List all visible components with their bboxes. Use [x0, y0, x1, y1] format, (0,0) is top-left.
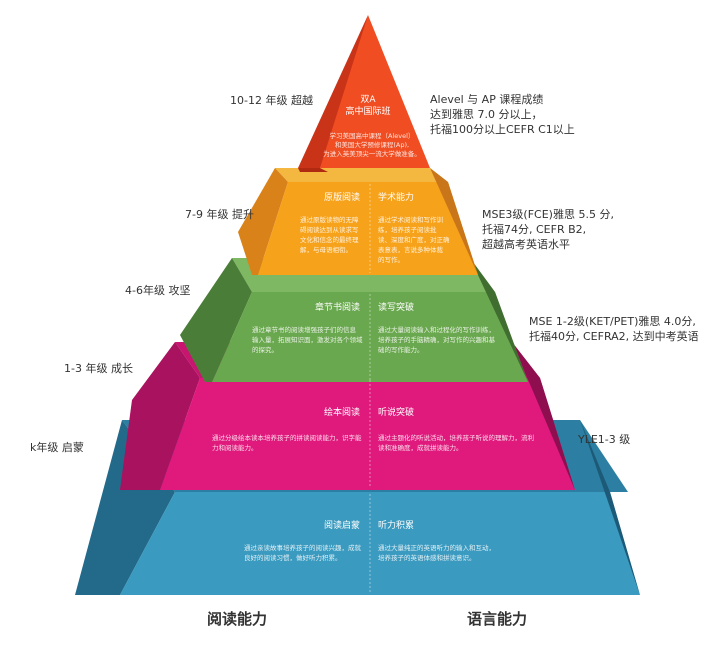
top-block [298, 15, 430, 172]
text-line: 双A [360, 94, 376, 105]
grade-label-level-2: 1-3 年级 成长 [64, 362, 133, 375]
text-line: 培养孩子的手脑精确，对写作的兴趣和基 [378, 335, 496, 344]
level-1-right-face [580, 420, 640, 595]
footer-reading-ability: 阅读能力 [207, 610, 268, 628]
level-3-language-desc: 通过大量阅读输入和过程化的写作训练，培养孩子的手脑精确，对写作的兴趣和基础的写作… [378, 325, 496, 354]
top-side-face [298, 15, 368, 168]
level-4-side-face [238, 168, 288, 275]
score-text-top: Alevel 与 AP 课程成绩 达到雅思 7.0 分以上， 托福100分以上C… [430, 92, 575, 137]
top-bottom-face [298, 168, 328, 172]
score-line: MSE 1-2级(KET/PET)雅思 4.0分, [529, 315, 696, 328]
level-2-reading-title: 绘本阅读 [324, 406, 360, 418]
text-line: 础的写作能力。 [378, 345, 424, 354]
text-line: 解，与母语相衔。 [300, 245, 352, 254]
level-1-language-desc: 通过大量纯正的英语听力的输入和互动，培养孩子的英语体感和拼读意识。 [378, 543, 495, 562]
level-3-reading-title: 章节书阅读 [315, 301, 360, 313]
level-4-reading-desc: 通过原版读物的无障碍阅读达到从读求写文化和信念的最终理解，与母语相衔。 [300, 215, 359, 254]
text-line: 通过章节书的阅读增强孩子们的信息 [252, 325, 357, 334]
text-line: 练，培养孩子阅读批 [378, 225, 437, 234]
level-3-reading-desc: 通过章节书的阅读增强孩子们的信息输入量，拓展知识面，激发对各个领域的探究。 [252, 325, 363, 354]
score-line: 达到雅思 7.0 分以上， [430, 108, 543, 121]
level-1-front-face [120, 492, 640, 595]
footer-language-ability: 语言能力 [467, 610, 528, 628]
level-2-right-face [512, 342, 575, 490]
level-2-front-face [160, 378, 575, 490]
score-line: 托福74分, CEFR B2, [482, 223, 587, 236]
score-line: YLE1-3 级 [578, 433, 631, 446]
score-text-level-2: YLE1-3 级 [578, 432, 630, 447]
text-line: 和美国大学预修课程(Ap), [335, 140, 409, 149]
level-2-language-desc: 通过主题化的听说活动，培养孩子听说的理解力，流利读和准确度，成就拼读能力。 [378, 433, 534, 452]
text-line: 的探究。 [252, 345, 278, 354]
text-line: 读和准确度，成就拼读能力。 [378, 443, 463, 452]
grade-label-level-3: 4-6年级 攻坚 [125, 284, 191, 297]
text-line: 读、深度和广度，对正确 [378, 235, 450, 244]
text-line: 通过主题化的听说活动，培养孩子听说的理解力，流利 [378, 433, 534, 442]
level-3-side-face [180, 258, 252, 382]
text-line: 通过大量纯正的英语听力的输入和互动， [378, 543, 495, 552]
grade-label-level-4: 7-9 年级 提升 [185, 208, 254, 221]
text-line: 良好的阅读习惯，做好听力积累。 [244, 553, 342, 562]
text-line: 培养孩子的英语体感和拼读意识。 [378, 553, 476, 562]
level-2-side-face [120, 342, 200, 490]
level-3-front-face [212, 292, 528, 382]
text-line: 通过分级绘本读本培养孩子的拼读阅读能力，识字能 [212, 433, 362, 442]
level-2-reading-desc: 通过分级绘本读本培养孩子的拼读阅读能力，识字能力和阅读能力。 [212, 433, 362, 452]
top-desc: 学习美国高中课程（Alevel）和美国大学预修课程(Ap),为进入英美顶尖一流大… [323, 131, 421, 158]
level-3-language-title: 读写突破 [378, 301, 414, 313]
level-2-language-title: 听说突破 [378, 406, 414, 418]
score-line: 托福100分以上CEFR C1以上 [430, 123, 575, 136]
text-line: 学习美国高中课程（Alevel） [330, 131, 415, 140]
text-line: 力和阅读能力。 [212, 443, 258, 452]
text-line: 输入量，拓展知识面，激发对各个领域 [252, 335, 363, 344]
text-line: 通过原版读物的无障 [300, 215, 359, 224]
level-1-reading-title: 阅读启蒙 [324, 519, 360, 531]
score-line: 托福40分, CEFRA2, 达到中考英语 [529, 330, 699, 343]
grade-label-top: 10-12 年级 超越 [230, 94, 313, 107]
score-text-level-3: MSE 1-2级(KET/PET)雅思 4.0分, 托福40分, CEFRA2,… [529, 314, 699, 344]
level-4-reading-title: 原版阅读 [324, 191, 360, 203]
level-4-right-face [430, 168, 478, 275]
level-1-reading-desc: 通过亲读故事培养孩子的阅读兴趣，成就良好的阅读习惯，做好听力积累。 [244, 543, 362, 562]
grade-label-level-1: k年级 启蒙 [30, 441, 84, 454]
text-line: 高中国际班 [345, 105, 390, 117]
score-line: MSE3级(FCE)雅思 5.5 分, [482, 208, 614, 221]
text-line: 的写作。 [378, 255, 404, 264]
text-line: 表意表，言说多种体裁 [378, 245, 444, 254]
level-4-language-title: 学术能力 [378, 191, 414, 203]
level-4-language-desc: 通过学术阅读和写作训练，培养孩子阅读批读、深度和广度，对正确表意表，言说多种体裁… [378, 215, 450, 264]
score-text-level-4: MSE3级(FCE)雅思 5.5 分, 托福74分, CEFR B2, 超越高考… [482, 207, 614, 252]
level-4-front-face [258, 182, 478, 275]
text-line: 通过大量阅读输入和过程化的写作训练， [378, 325, 495, 334]
text-line: 通过学术阅读和写作训 [378, 215, 443, 224]
text-line: 为进入英美顶尖一流大学做准备。 [323, 149, 421, 158]
text-line: 碍阅读达到从读求写 [300, 225, 359, 234]
score-line: 超越高考英语水平 [482, 238, 570, 251]
text-line: 文化和信念的最终理 [300, 235, 359, 244]
level-3-right-face [470, 258, 528, 382]
text-line: 通过亲读故事培养孩子的阅读兴趣，成就 [244, 543, 362, 552]
level-3-block [180, 258, 528, 382]
level-1-language-title: 听力积累 [378, 519, 414, 531]
top-front-face [320, 15, 430, 168]
score-line: Alevel 与 AP 课程成绩 [430, 93, 544, 106]
